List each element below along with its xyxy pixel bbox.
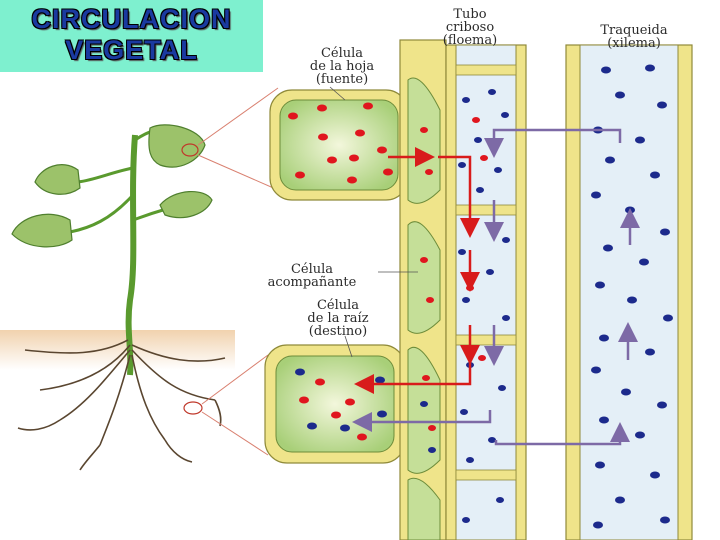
label-sieve-tube-line2: criboso	[446, 20, 494, 35]
soil-band	[0, 330, 235, 370]
leaf-left-lower	[11, 213, 73, 248]
leaf-left-upper	[34, 164, 81, 195]
title-line-1: CIRCULACION	[31, 4, 232, 34]
companion-cells	[399, 39, 447, 540]
label-sieve-tube-line3: (floema)	[443, 33, 497, 48]
label-tracheid-line1: Traqueida	[600, 23, 668, 38]
label-root-cell-line2: de la raíz	[307, 311, 368, 326]
water-flow-arrows	[352, 128, 640, 446]
plant-illustration	[11, 124, 226, 471]
label-leaf-cell-line1: Célula	[321, 46, 363, 61]
leaf-right	[159, 190, 213, 219]
label-leaders	[329, 86, 418, 358]
label-companion-cell-line2: acompañante	[268, 275, 357, 290]
title-box: CIRCULACION VEGETAL	[0, 0, 263, 72]
roots	[17, 339, 226, 471]
label-companion-cell-line1: Célula	[291, 262, 333, 277]
arrow-xylem-to-tube	[484, 128, 622, 158]
label-leaf-cell-line2: de la hoja	[310, 59, 374, 74]
label-tracheid-line2: (xilema)	[607, 36, 661, 51]
tracheid	[565, 44, 693, 540]
sugar-flow-arrows	[354, 147, 480, 394]
arrow-tube-to-xylem	[494, 422, 630, 446]
labels: Tubo criboso (floema) Traqueida (xilema)…	[268, 7, 668, 339]
arrow-tube-to-root	[354, 362, 472, 394]
zoom-indicators	[181, 87, 279, 456]
label-sieve-tube-line1: Tubo	[453, 7, 486, 22]
root-cell	[264, 344, 406, 464]
label-root-cell-line1: Célula	[317, 298, 359, 313]
leaf-cell	[269, 89, 409, 201]
label-leaf-cell-line3: (fuente)	[316, 72, 368, 87]
arrow-down-1	[438, 155, 480, 238]
title-line-2: VEGETAL	[65, 35, 198, 65]
sieve-tube	[445, 44, 527, 540]
arrow-tube-to-root-water	[352, 410, 492, 432]
label-root-cell-line3: (destino)	[309, 324, 367, 339]
